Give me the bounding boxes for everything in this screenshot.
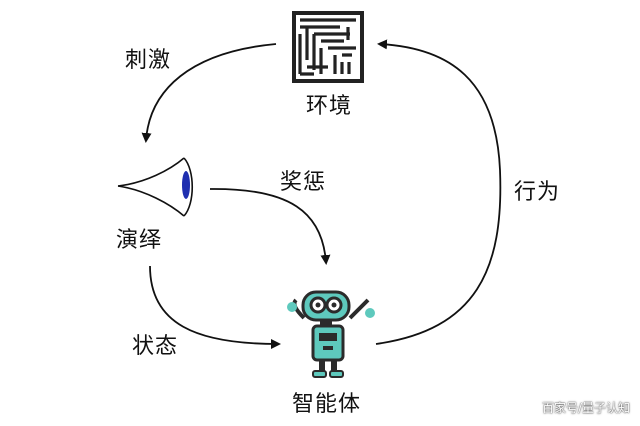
agent-label: 智能体 [292,392,362,417]
maze-icon [292,11,364,83]
action-label: 行为 [514,180,561,205]
state-label: 状态 [132,334,179,359]
interpretation-label: 演绎 [116,228,163,253]
robot-icon [287,290,375,378]
stimulus-arrow [141,43,277,143]
eye-icon [117,157,193,217]
state-arrow [149,265,281,349]
action-arrow [375,39,502,345]
stimulus-label: 刺激 [125,48,172,73]
reward-label: 奖惩 [280,170,327,195]
environment-label: 环境 [306,94,353,119]
watermark: 百家号/量子认知 [541,401,630,415]
reward-arrow [209,188,331,265]
